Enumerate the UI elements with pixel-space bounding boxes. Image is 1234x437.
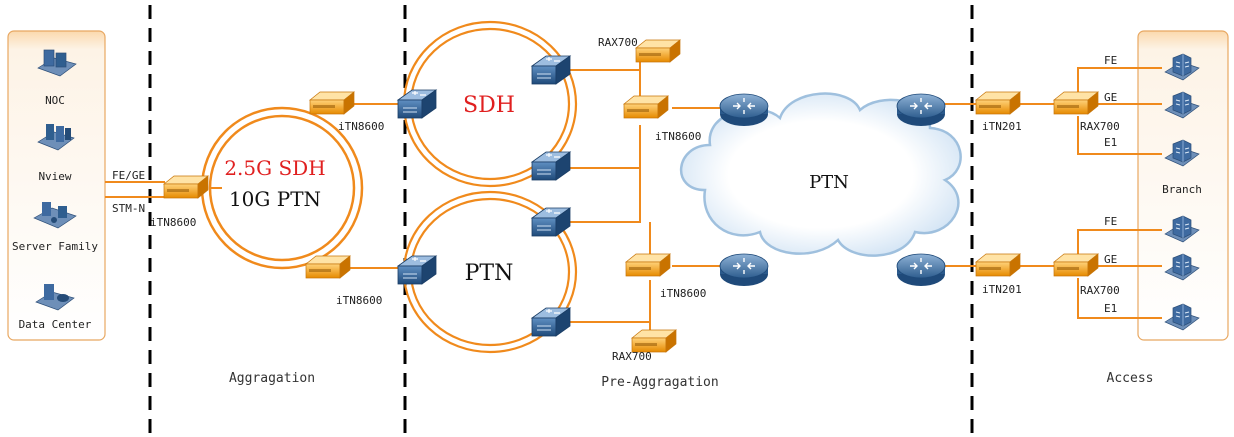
rax700-access-top-device	[1053, 91, 1099, 115]
itn8600-agg-top-device	[309, 91, 355, 115]
rax700-bottom-label: RAX700	[612, 350, 652, 363]
itn8600-pre-top-label: iTN8600	[655, 130, 701, 143]
noc-building-icon	[37, 49, 77, 77]
rax700-top-device	[635, 39, 681, 63]
branch-site-panel	[1137, 30, 1229, 341]
zone-access-label: Access	[1107, 371, 1154, 386]
itn8600-pre-bottom-label: iTN8600	[660, 287, 706, 300]
sdh-ring-switch-bottom	[531, 151, 571, 181]
itn201-bottom-label: iTN201	[982, 283, 1022, 296]
itn8600-hub-label: iTN8600	[150, 216, 196, 229]
branch-label: Branch	[1162, 183, 1202, 196]
itn201-top-label: iTN201	[982, 120, 1022, 133]
rax700-access-bottom-label: RAX700	[1080, 284, 1120, 297]
noc-label: NOC	[45, 94, 65, 107]
stm-n-link-label: STM-N	[112, 202, 145, 215]
rax700-access-top-label: RAX700	[1080, 120, 1120, 133]
rax700-access-bottom-device	[1053, 253, 1099, 277]
server-family-icon	[33, 202, 77, 229]
server-family-label: Server Family	[12, 240, 98, 253]
itn8600-agg-bottom-device	[305, 255, 351, 279]
access-top-e1-label: E1	[1104, 136, 1117, 149]
ptn-ring-label: PTN	[465, 261, 514, 286]
itn8600-agg-bottom-label: iTN8600	[336, 294, 382, 307]
router-top-right	[896, 93, 946, 127]
itn201-top-device	[975, 91, 1021, 115]
access-bottom-ge-label: GE	[1104, 253, 1117, 266]
itn8600-agg-top-label: iTN8600	[338, 120, 384, 133]
zone-aggregation-label: Aggragation	[229, 371, 315, 386]
links	[105, 60, 1162, 335]
ring-label-2-5g-sdh: 2.5G SDH	[224, 156, 325, 180]
nview-server-icon	[37, 124, 75, 151]
zone-pre-aggregation-label: Pre-Aggragation	[601, 375, 718, 390]
sdh-ring-label: SDH	[463, 93, 515, 118]
rax700-top-label: RAX700	[598, 36, 638, 49]
router-bottom-right	[896, 253, 946, 287]
access-top-ge-label: GE	[1104, 91, 1117, 104]
data-center-icon	[35, 284, 75, 311]
access-bottom-e1-label: E1	[1104, 302, 1117, 315]
itn8600-pre-top-device	[623, 95, 669, 119]
itn8600-hub-device	[163, 175, 209, 199]
access-bottom-fe-label: FE	[1104, 215, 1117, 228]
fe-ge-link-label: FE/GE	[112, 169, 145, 182]
access-top-fe-label: FE	[1104, 54, 1117, 67]
router-top-left	[719, 93, 769, 127]
nview-label: Nview	[38, 170, 71, 183]
itn201-bottom-device	[975, 253, 1021, 277]
data-center-label: Data Center	[19, 318, 92, 331]
rax700-bottom-device	[631, 329, 677, 353]
ptn-ring-switch-bottom	[531, 307, 571, 337]
left-site-panel	[7, 30, 106, 341]
itn8600-pre-bottom-device	[625, 253, 671, 277]
ring-label-10g-ptn: 10G PTN	[229, 187, 321, 211]
ptn-cloud-label: PTN	[809, 172, 849, 193]
router-bottom-left	[719, 253, 769, 287]
